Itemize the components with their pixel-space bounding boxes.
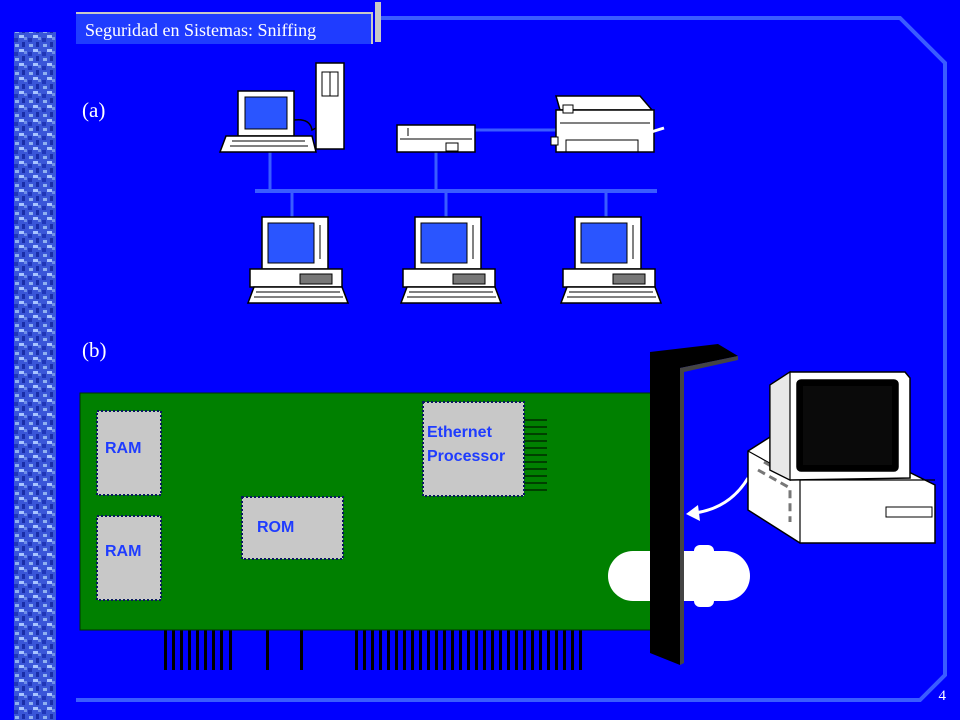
page-number: 4 — [938, 688, 947, 704]
ethernet-chip-pins — [523, 419, 547, 491]
marble-strip — [14, 32, 56, 720]
ram-top-label: RAM — [105, 440, 142, 457]
circuit-board — [79, 392, 656, 631]
monitor-icon — [747, 370, 936, 544]
rom-label: ROM — [257, 519, 295, 536]
ethernet-processor-chip — [422, 401, 525, 497]
ethernet-label-line1: Ethernet — [427, 424, 492, 441]
card-bracket — [650, 344, 738, 665]
ram-bottom-label: RAM — [105, 543, 142, 560]
edge-connector — [164, 630, 582, 670]
panel-label-a: (a) — [82, 98, 106, 122]
tab-edge — [375, 2, 381, 42]
desktop-computer-icon — [246, 216, 350, 304]
workstation-tower-icon — [218, 62, 345, 153]
install-arrow — [694, 477, 750, 515]
network-hub-icon — [396, 124, 476, 153]
rom-chip — [241, 496, 344, 560]
desktop-computer-icon — [559, 216, 663, 304]
slide-title: Seguridad en Sistemas: Sniffing — [76, 12, 373, 44]
desktop-computer-icon — [399, 216, 503, 304]
install-arrow-head — [686, 505, 700, 521]
network-diagram — [218, 62, 665, 304]
frame-line — [76, 16, 947, 702]
printer-icon — [550, 95, 665, 153]
ram-chip-bottom — [96, 515, 162, 601]
panel-label-b: (b) — [82, 338, 107, 362]
network-card — [79, 344, 750, 670]
ram-chip-top — [96, 410, 162, 496]
ethernet-label-line2: Processor — [427, 448, 506, 465]
